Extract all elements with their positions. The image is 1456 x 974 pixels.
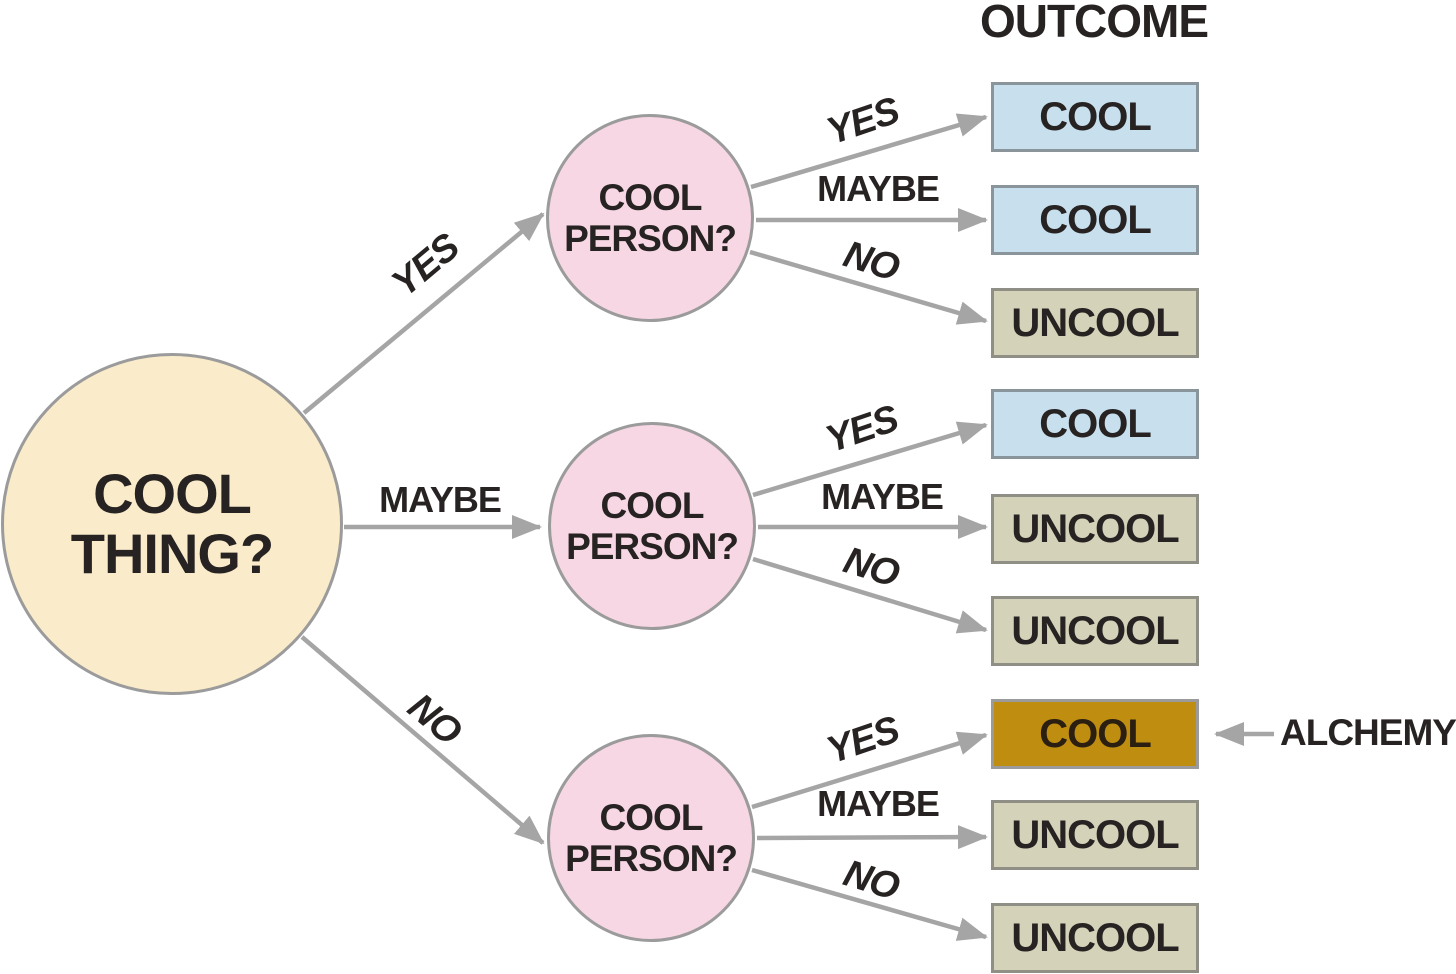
outcome-label: COOL (1039, 94, 1152, 139)
outcome-label: UNCOOL (1011, 506, 1179, 551)
arrow-bot-no (751, 867, 988, 941)
outcome-box-cool: COOL (991, 82, 1199, 152)
outcome-label: UNCOOL (1011, 915, 1179, 960)
branch-label-maybe: MAYBE (817, 168, 940, 209)
branch-label-maybe: MAYBE (821, 476, 944, 517)
outcome-label: COOL (1039, 711, 1152, 756)
decision-node-top: COOL PERSON? (546, 114, 754, 322)
outcome-label: UNCOOL (1011, 608, 1179, 653)
outcome-label: UNCOOL (1011, 812, 1179, 857)
root-node-label-line1: COOL (93, 462, 252, 526)
outcome-box-cool: COOL (991, 185, 1199, 255)
outcome-label: COOL (1039, 401, 1152, 446)
outcome-box-uncool: UNCOOL (991, 596, 1199, 666)
alchemy-label: ALCHEMY (1280, 712, 1456, 753)
decision-node-label-line2: PERSON? (566, 526, 739, 567)
arrow-mid-no (752, 556, 988, 634)
arrow-top-yes (750, 113, 988, 190)
outcome-label: UNCOOL (1011, 300, 1179, 345)
decision-node-label-line2: PERSON? (564, 218, 737, 259)
decision-node-middle: COOL PERSON? (548, 422, 756, 630)
decision-node-label-line1: COOL (599, 796, 704, 838)
root-node-cool-thing: COOL THING? (1, 353, 343, 695)
arrow-bot-yes (751, 731, 988, 810)
outcome-box-uncool: UNCOOL (991, 800, 1199, 870)
branch-label-maybe: MAYBE (379, 479, 502, 520)
arrow-mid-yes (752, 421, 988, 498)
root-node-label-line2: THING? (70, 522, 274, 585)
outcome-box-uncool: UNCOOL (991, 903, 1199, 973)
decision-node-label-line2: PERSON? (565, 838, 738, 879)
branch-label-maybe: MAYBE (817, 783, 940, 824)
arrow-main-no (300, 635, 545, 845)
outcome-box-alchemy-cool: COOL (991, 699, 1199, 769)
decision-node-label-line1: COOL (600, 484, 705, 526)
outcome-label: COOL (1039, 197, 1152, 242)
arrow-bot-maybe (756, 825, 988, 850)
decision-node-bottom: COOL PERSON? (547, 734, 755, 942)
arrow-main-yes (302, 212, 545, 415)
outcome-box-uncool: UNCOOL (991, 288, 1199, 358)
outcome-box-uncool: UNCOOL (991, 494, 1199, 564)
decision-node-label-line1: COOL (598, 176, 703, 218)
outcome-box-cool: COOL (991, 389, 1199, 459)
arrow-top-no (749, 249, 988, 325)
outcome-header: OUTCOME (979, 0, 1209, 47)
